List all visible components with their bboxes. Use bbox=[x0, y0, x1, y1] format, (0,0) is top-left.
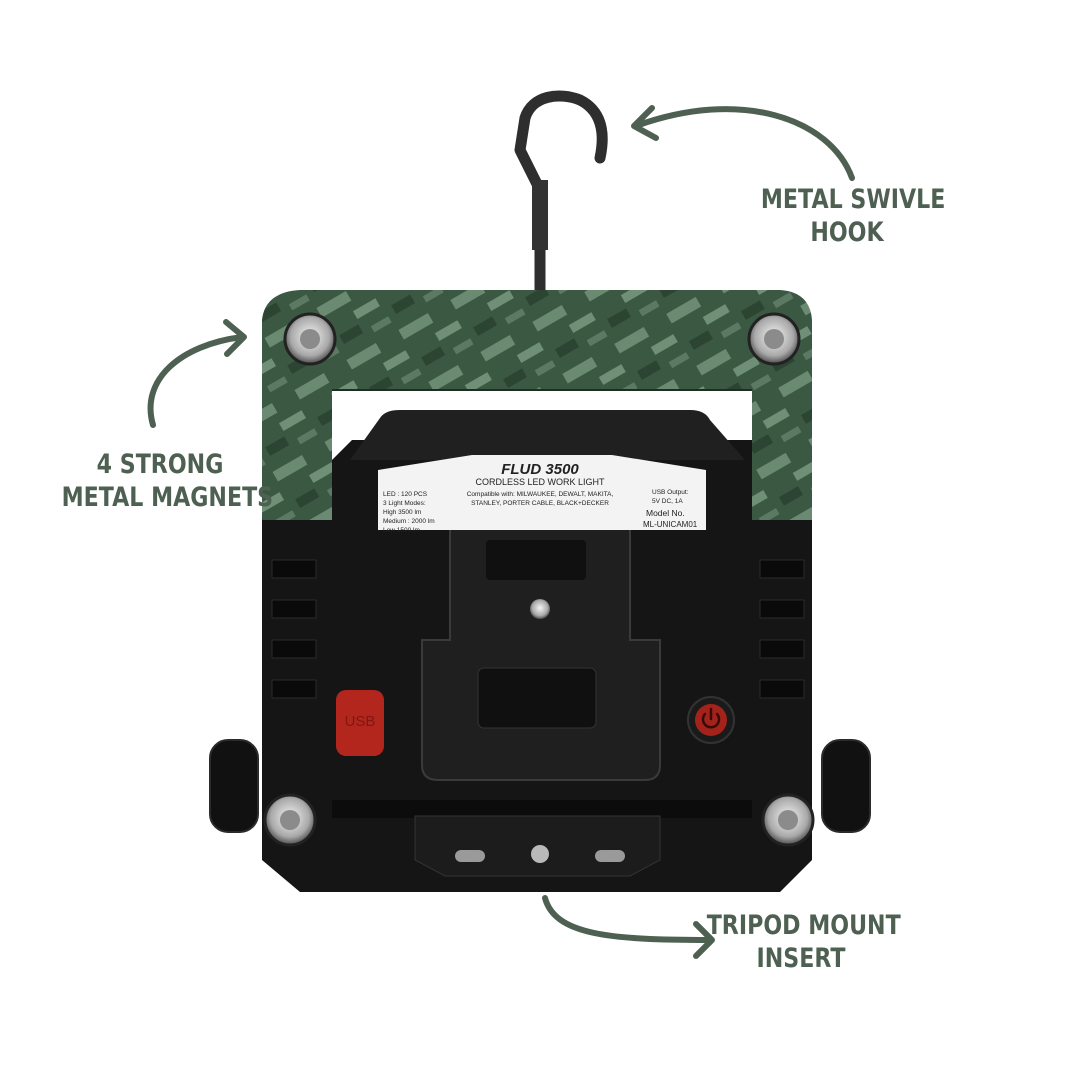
power-icon bbox=[701, 707, 721, 729]
label-model-number: ML-UNICAM01 bbox=[643, 520, 698, 529]
light-body bbox=[262, 410, 812, 892]
camo-handle-frame bbox=[262, 290, 812, 520]
callout-tripod-line1: TRIPOD MOUNT bbox=[706, 910, 901, 941]
label-spec-modes: 3 Light Modes: bbox=[383, 500, 426, 507]
magnet-screw-icon bbox=[263, 312, 815, 847]
label-brand: FLUD 3500 bbox=[501, 461, 579, 478]
callout-magnets-line2: METAL MAGNETS bbox=[61, 482, 274, 513]
usb-port-cover: USB bbox=[336, 690, 384, 756]
callout-tripod: TRIPOD MOUNT INSERT bbox=[706, 909, 901, 975]
label-model: Model No. bbox=[646, 508, 685, 518]
label-usb-output: USB Output: bbox=[652, 489, 689, 496]
label-spec-medium: Medium : 2000 lm bbox=[383, 518, 435, 525]
label-usb-spec: 5V DC, 1A bbox=[652, 498, 683, 505]
tripod-arrow-head-icon bbox=[693, 921, 715, 959]
callout-magnets: 4 STRONG METAL MAGNETS bbox=[61, 448, 274, 514]
magnet-arrow-head-icon bbox=[223, 319, 247, 357]
callout-tripod-line2: INSERT bbox=[756, 943, 846, 974]
callout-hook-line2: HOOK bbox=[810, 217, 884, 248]
label-subtitle: CORDLESS LED WORK LIGHT bbox=[475, 477, 605, 487]
label-spec-low: Low 1500 lm bbox=[383, 527, 420, 534]
label-compat-2: STANLEY, PORTER CABLE, BLACK+DECKER bbox=[471, 500, 609, 507]
power-button bbox=[687, 696, 735, 744]
tripod-arrow-icon bbox=[542, 895, 713, 943]
swivel-hook-icon bbox=[514, 90, 608, 306]
side-knob bbox=[209, 739, 871, 833]
tripod-mount-insert bbox=[531, 845, 549, 863]
label-compat-1: Compatible with: MILWAUKEE, DEWALT, MAKI… bbox=[467, 491, 614, 498]
label-spec-high: High 3500 lm bbox=[383, 509, 421, 516]
callout-magnets-line1: 4 STRONG bbox=[96, 449, 224, 480]
callout-hook: METAL SWIVLE HOOK bbox=[760, 183, 946, 249]
magnet-arrow-icon bbox=[147, 334, 245, 428]
hook-arrow-icon bbox=[633, 106, 855, 181]
hook-arrow-head-icon bbox=[631, 105, 659, 141]
label-spec-led: LED : 120 PCS bbox=[383, 491, 428, 498]
usb-label: USB bbox=[345, 713, 376, 730]
product-label: FLUD 3500 CORDLESS LED WORK LIGHT Compat… bbox=[378, 455, 706, 534]
callout-hook-line1: METAL SWIVLE bbox=[760, 184, 946, 215]
